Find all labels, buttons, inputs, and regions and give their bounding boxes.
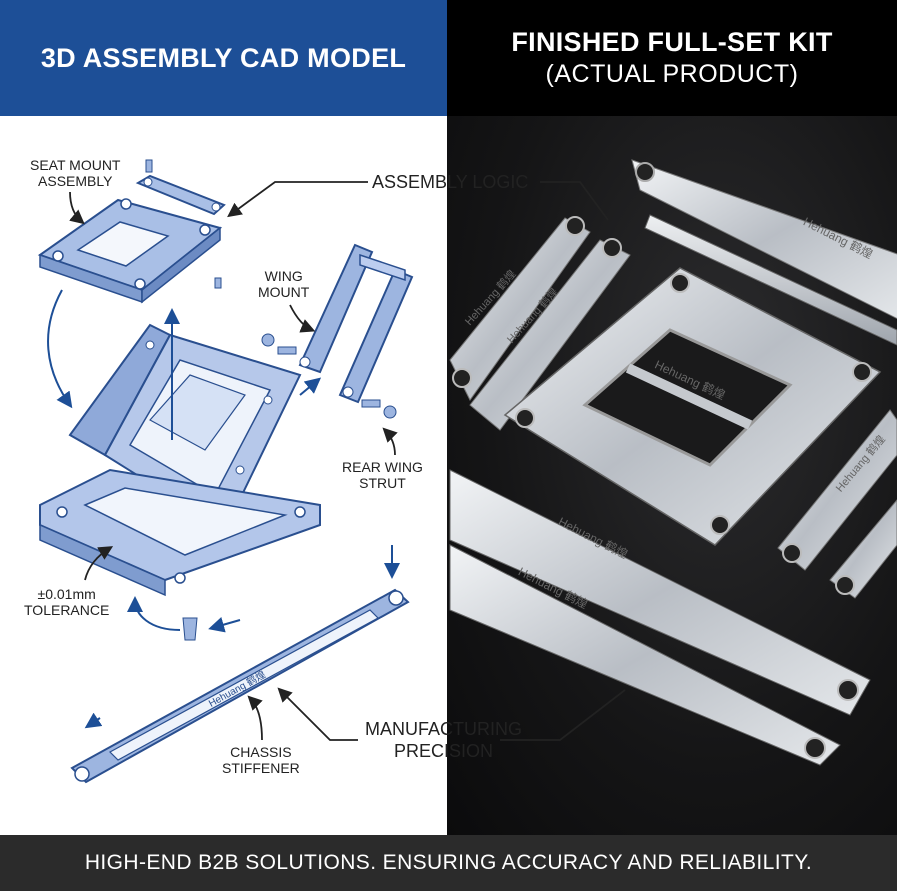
label-wing-mount-line2: MOUNT [258, 284, 310, 300]
product-header: FINISHED FULL-SET KIT (ACTUAL PRODUCT) [447, 0, 897, 116]
label-rear-wing-line1: REAR WING [342, 459, 423, 475]
seat-mount-plate [37, 198, 223, 304]
metal-parts [449, 159, 897, 766]
footer-tagline: HIGH-END B2B SOLUTIONS. ENSURING ACCURAC… [84, 851, 813, 874]
label-assembly-logic: ASSEMBLY LOGIC [372, 172, 529, 192]
label-tolerance: ±0.01mm TOLERANCE [24, 586, 109, 618]
label-seat-mount-line2: ASSEMBLY [38, 173, 113, 189]
label-precision-line2: PRECISION [393, 741, 494, 761]
label-tolerance-line2: TOLERANCE [24, 602, 110, 618]
product-subtitle: (ACTUAL PRODUCT) [545, 60, 799, 88]
wing-mount-part [261, 243, 414, 419]
label-wing-mount-line1: WING [264, 268, 303, 284]
label-stiffener-line1: CHASSIS [230, 744, 292, 760]
callout-leaders [69, 181, 626, 741]
label-stiffener-line2: STIFFENER [222, 760, 300, 776]
label-chassis-stiffener: CHASSIS STIFFENER [222, 744, 300, 776]
label-seat-mount-line1: SEAT MOUNT [30, 157, 121, 173]
assembly-arrows [47, 289, 400, 729]
label-precision-line1: MANUFACTURING [365, 719, 522, 739]
label-tolerance-line1: ±0.01mm [37, 586, 96, 602]
cad-title: 3D ASSEMBLY CAD MODEL [40, 42, 407, 73]
label-seat-mount: SEAT MOUNT ASSEMBLY [30, 157, 121, 189]
label-wing-mount: WING MOUNT [258, 268, 309, 300]
footer-banner: HIGH-END B2B SOLUTIONS. ENSURING ACCURAC… [0, 835, 897, 891]
product-title: FINISHED FULL-SET KIT [511, 27, 833, 57]
label-rear-wing-line2: STRUT [359, 475, 406, 491]
label-manufacturing-precision: MANUFACTURING PRECISION [365, 718, 522, 762]
label-rear-wing-strut: REAR WING STRUT [342, 459, 423, 491]
stiffener-bar [70, 588, 410, 784]
illustration [37, 159, 897, 784]
link-bracket [135, 159, 226, 289]
cad-header: 3D ASSEMBLY CAD MODEL [0, 0, 447, 116]
